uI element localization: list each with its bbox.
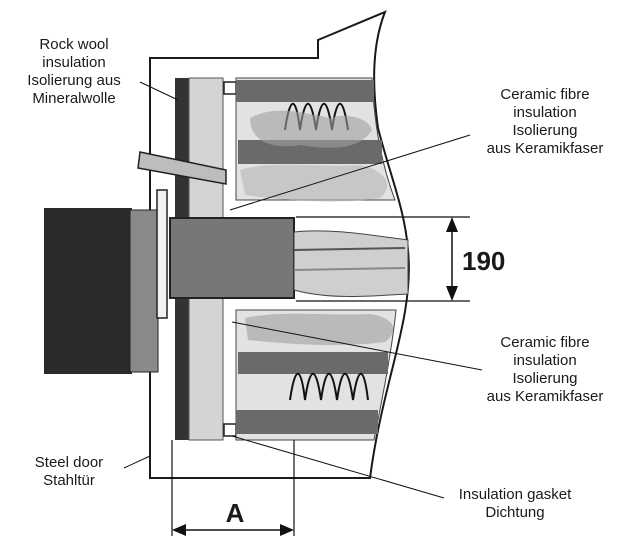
- motor-cap: [129, 209, 159, 373]
- leader-ceramic-lower: [231, 321, 483, 371]
- flame-streak-1: [293, 247, 406, 251]
- coil-lower: [289, 373, 369, 401]
- heating-band-1: [236, 80, 374, 102]
- gasket-top: [223, 81, 237, 95]
- flame-streak-2: [293, 267, 406, 271]
- dim-a-arrow-left: [172, 524, 186, 536]
- leader-rock-wool: [139, 81, 179, 101]
- label-ceramic-fibre-upper: Ceramic fibre insulation Isolierung aus …: [486, 86, 604, 157]
- leader-steel-door: [123, 455, 151, 469]
- gasket-bottom: [223, 423, 237, 437]
- leader-gasket: [231, 435, 445, 499]
- dim-190-arrow-bottom: [446, 286, 458, 301]
- fibre-cloud-upper: [250, 110, 372, 148]
- dimension-a: A: [225, 498, 245, 528]
- fibre-cloud-upper-2: [240, 164, 388, 202]
- dim-190-arrow-top: [446, 217, 458, 232]
- sight-tube: [137, 151, 227, 185]
- leader-ceramic-upper: [229, 134, 471, 211]
- heating-band-3: [238, 352, 388, 374]
- flame-front: [293, 230, 409, 297]
- mounting-flange: [156, 189, 168, 319]
- dimension-190: 190: [462, 246, 506, 276]
- label-ceramic-fibre-lower: Ceramic fibre insulation Isolierung aus …: [486, 334, 604, 405]
- dim-a-arrow-right: [280, 524, 294, 536]
- motor-housing: [44, 208, 132, 374]
- burner-tube: [169, 217, 295, 299]
- heating-band-4: [236, 410, 378, 434]
- label-steel-door: Steel door Stahltür: [34, 454, 104, 489]
- label-rock-wool: Rock wool insulation Isolierung aus Mine…: [27, 36, 121, 107]
- fibre-cloud-lower: [245, 313, 394, 346]
- label-gasket: Insulation gasket Dichtung: [458, 486, 572, 521]
